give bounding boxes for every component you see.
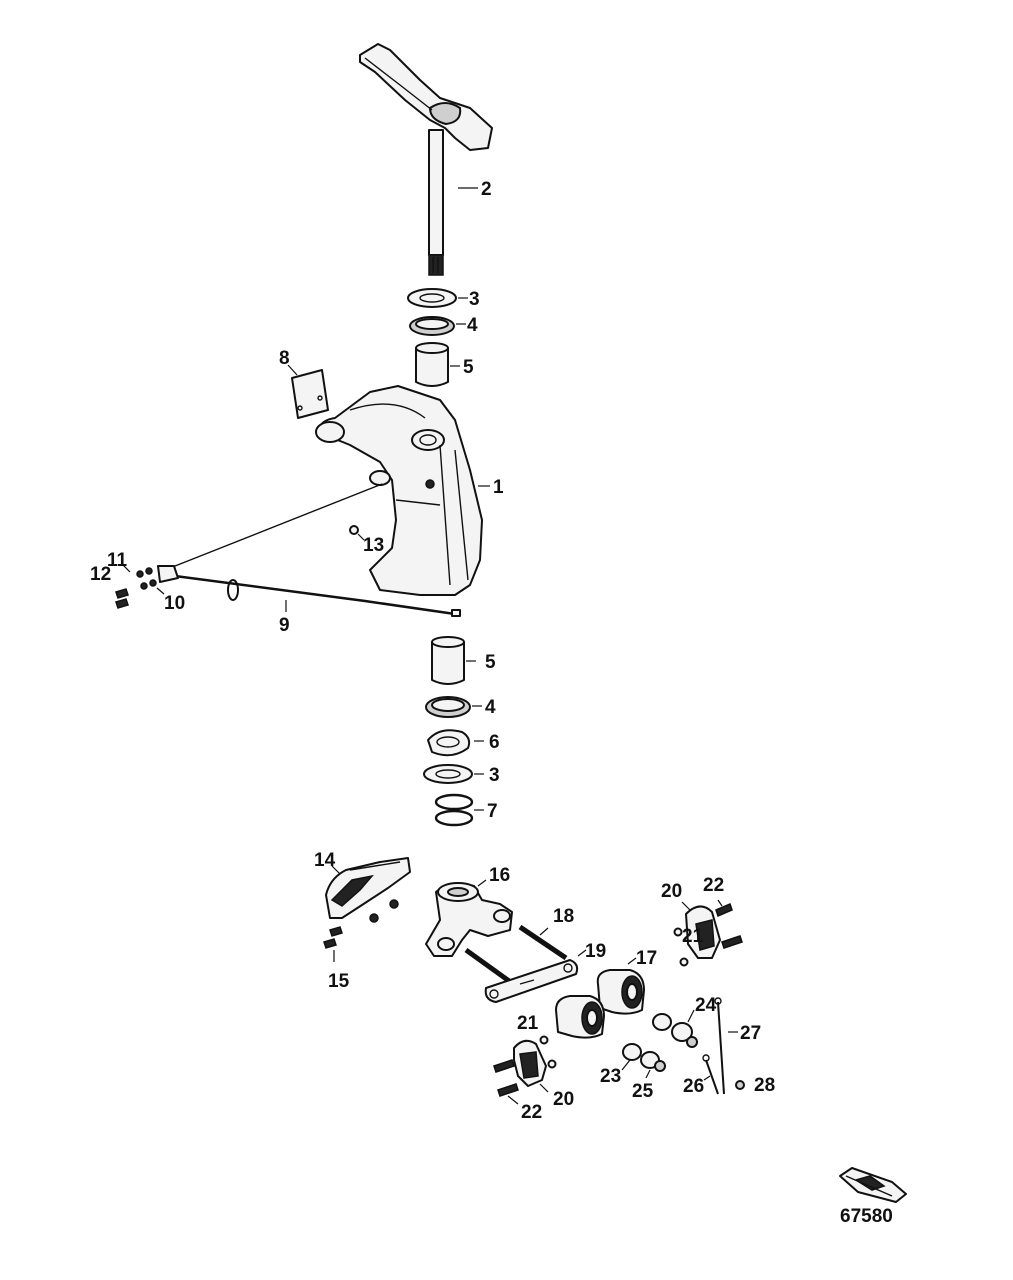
callout-25: 25 bbox=[632, 1081, 654, 1102]
steering-arm-and-shaft bbox=[359, 43, 493, 276]
upper-right-bracket bbox=[685, 905, 721, 959]
callout-20-upper: 20 bbox=[661, 881, 682, 902]
link-plate bbox=[484, 959, 579, 1003]
screws bbox=[115, 588, 129, 609]
upper-right-washers bbox=[673, 927, 689, 967]
cover-screws bbox=[323, 899, 399, 949]
callout-26: 26 bbox=[683, 1076, 704, 1097]
callout-28: 28 bbox=[754, 1075, 775, 1096]
lower-seal bbox=[425, 696, 471, 718]
mount-rear bbox=[596, 969, 645, 1015]
upper-bushing bbox=[415, 342, 449, 387]
side-cover bbox=[325, 857, 411, 919]
lower-left-washers bbox=[539, 1035, 557, 1069]
callout-4-lower: 4 bbox=[485, 697, 496, 718]
washers-center bbox=[622, 1013, 698, 1072]
lower-bushing bbox=[431, 636, 465, 685]
callout-16: 16 bbox=[489, 865, 510, 886]
swivel-housing bbox=[315, 385, 483, 596]
nut-28 bbox=[735, 1080, 745, 1090]
callout-20-lower: 20 bbox=[553, 1089, 574, 1110]
mount-front bbox=[555, 995, 605, 1039]
callout-13: 13 bbox=[363, 535, 384, 556]
callout-14: 14 bbox=[314, 850, 336, 871]
callout-2: 2 bbox=[481, 179, 492, 200]
cable-assembly bbox=[157, 483, 461, 617]
gasket bbox=[427, 729, 471, 757]
tie-rod-27 bbox=[702, 997, 725, 1095]
callout-22-upper: 22 bbox=[703, 875, 724, 896]
washer-set bbox=[136, 567, 157, 590]
callout-27: 27 bbox=[740, 1023, 761, 1044]
o-rings bbox=[434, 793, 474, 827]
callout-9: 9 bbox=[279, 615, 290, 636]
reference-thumbnail bbox=[839, 1167, 907, 1203]
callout-22-lower: 22 bbox=[521, 1102, 542, 1123]
callout-24: 24 bbox=[695, 995, 717, 1016]
reference-number: 67580 bbox=[840, 1206, 893, 1227]
upper-right-bolt bbox=[715, 902, 743, 949]
callout-21-upper: 21 bbox=[682, 926, 704, 947]
callout-21-lower: 21 bbox=[517, 1013, 539, 1034]
callout-3-upper: 3 bbox=[469, 289, 480, 310]
callout-4-upper: 4 bbox=[467, 315, 478, 336]
bracket-plate bbox=[291, 369, 329, 419]
callout-11: 11 bbox=[107, 550, 128, 571]
lower-left-bracket bbox=[513, 1039, 547, 1087]
lower-washer bbox=[423, 764, 473, 784]
callout-6: 6 bbox=[489, 732, 500, 753]
callout-7: 7 bbox=[487, 801, 498, 822]
callout-8: 8 bbox=[279, 348, 290, 369]
callout-19: 19 bbox=[585, 941, 606, 962]
callout-3-lower: 3 bbox=[489, 765, 500, 786]
callout-18: 18 bbox=[553, 906, 574, 927]
callout-5-upper: 5 bbox=[463, 357, 474, 378]
lower-left-bolts bbox=[493, 1059, 519, 1097]
small-plug bbox=[349, 525, 359, 535]
callout-1: 1 bbox=[493, 477, 504, 498]
lower-yoke bbox=[425, 882, 513, 957]
upper-washer bbox=[407, 288, 457, 308]
callout-17: 17 bbox=[636, 948, 657, 969]
callout-5-lower: 5 bbox=[485, 652, 496, 673]
upper-seal bbox=[409, 316, 455, 336]
callout-15: 15 bbox=[328, 971, 350, 992]
callout-12: 12 bbox=[90, 564, 111, 585]
callout-23: 23 bbox=[600, 1066, 621, 1087]
callout-10: 10 bbox=[164, 593, 185, 614]
